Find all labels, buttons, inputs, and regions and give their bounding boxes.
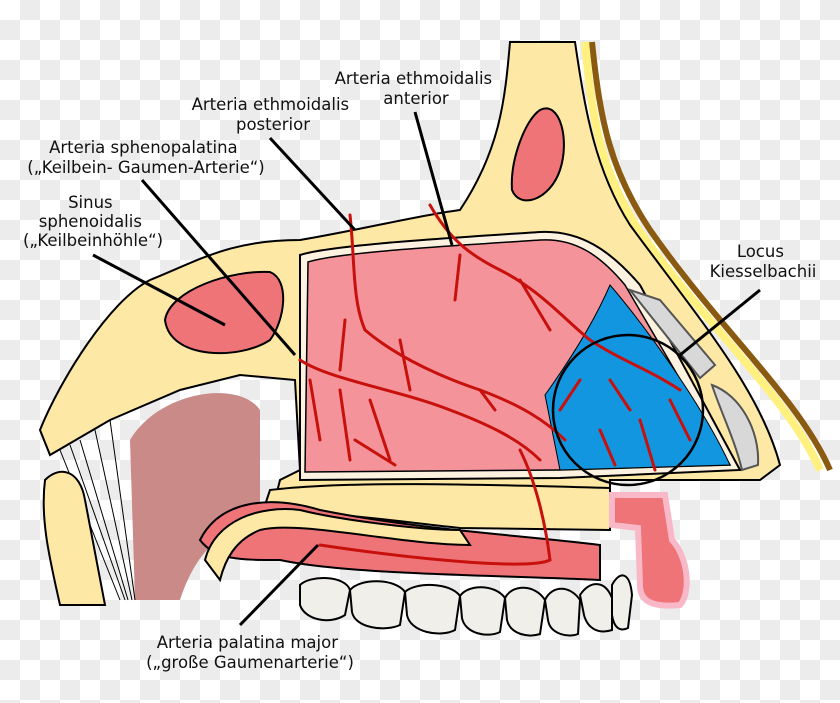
label-line: Arteria palatina major bbox=[157, 633, 338, 652]
label-line: posterior bbox=[236, 115, 310, 134]
label-line: („Keilbein- Gaumen-Arterie“) bbox=[27, 158, 264, 177]
arteries bbox=[298, 203, 692, 566]
locus-kiesselbachii-region bbox=[544, 284, 731, 471]
label-palatina-major: Arteria palatina major („große Gaumenart… bbox=[146, 633, 354, 672]
leader-ethmoidalis-anterior bbox=[413, 111, 454, 246]
upper-lip bbox=[609, 492, 690, 609]
leader-sphenopalatina bbox=[140, 179, 297, 356]
nose-skin-line bbox=[589, 41, 833, 472]
nose-skin-yellow bbox=[581, 41, 824, 472]
locus-kiesselbachii-circle bbox=[551, 333, 705, 487]
artery-palatina-major bbox=[318, 448, 552, 566]
label-line: („große Gaumenarterie“) bbox=[146, 653, 354, 672]
label-line: sphenoidalis bbox=[39, 212, 142, 231]
label-line: Sinus bbox=[68, 193, 113, 212]
label-line: Arteria ethmoidalis bbox=[192, 95, 350, 114]
label-ethmoidalis-posterior: Arteria ethmoidalis posterior bbox=[192, 95, 355, 134]
leader-sinus-sphenoidalis bbox=[92, 253, 226, 327]
label-line: Locus bbox=[737, 242, 784, 261]
label-line: anterior bbox=[383, 89, 449, 108]
label-line: Kiesselbachii bbox=[710, 262, 817, 281]
nasal-cartilage-lower bbox=[710, 383, 760, 472]
nasal-cartilage-upper bbox=[627, 287, 717, 380]
artery-ethmoidalis-posterior bbox=[348, 213, 567, 442]
label-ethmoidalis-anterior: Arteria ethmoidalis anterior bbox=[335, 69, 498, 108]
pharynx bbox=[130, 393, 260, 600]
soft-palate bbox=[203, 508, 472, 583]
vertebra bbox=[42, 470, 107, 606]
label-line: Arteria ethmoidalis bbox=[335, 69, 493, 88]
label-sphenopalatina: Arteria sphenopalatina („Keilbein- Gaume… bbox=[27, 138, 264, 177]
artery-sphenopalatina bbox=[298, 358, 542, 462]
leader-locus-kiesselbachii bbox=[679, 288, 761, 357]
teeth bbox=[299, 574, 634, 637]
leader-palatina-major bbox=[238, 543, 320, 627]
label-locus-kiesselbachii: Locus Kiesselbachii bbox=[710, 242, 817, 281]
label-line: Arteria sphenopalatina bbox=[49, 138, 238, 157]
frontal-sinus bbox=[510, 107, 565, 202]
leader-ethmoidalis-posterior bbox=[268, 136, 357, 232]
artery-ethmoidalis-anterior bbox=[428, 203, 682, 392]
sinus-sphenoidalis bbox=[163, 270, 285, 355]
label-line: („Keilbeinhöhle“) bbox=[23, 231, 163, 250]
label-sinus-sphenoidalis: Sinus sphenoidalis („Keilbeinhöhle“) bbox=[23, 193, 163, 250]
